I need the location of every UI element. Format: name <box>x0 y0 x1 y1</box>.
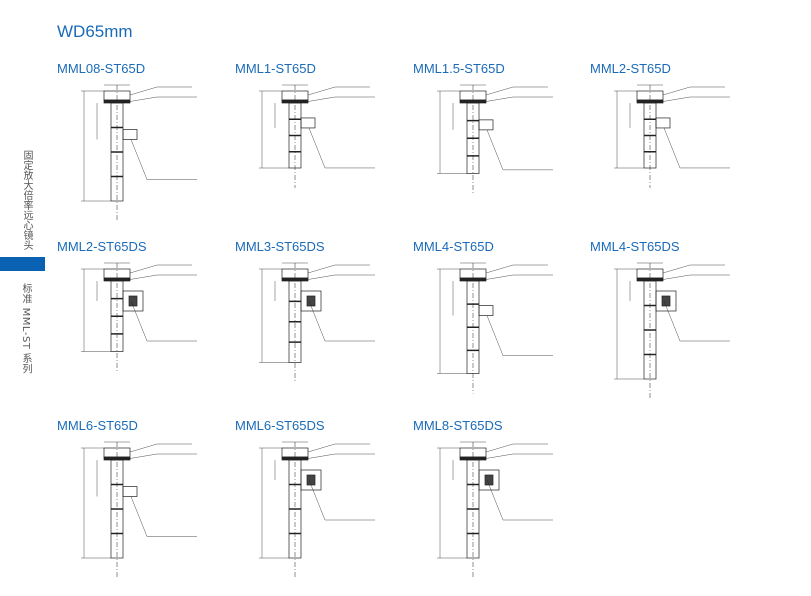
model-title: MML4-ST65DS <box>590 239 680 254</box>
page-heading: WD65mm <box>57 22 133 41</box>
side-section-marker <box>0 257 45 271</box>
lens-drawing-mml2-st65d: MML2-ST65D <box>590 61 760 231</box>
lens-drawing-mml1.5-st65d: MML1.5-ST65D <box>413 61 583 231</box>
side-category-label: 固定放大倍率远心镜头 <box>21 150 32 250</box>
model-title: MML08-ST65D <box>57 61 146 76</box>
model-title: MML1-ST65D <box>235 61 316 76</box>
lens-drawing-mml6-st65d: MML6-ST65D <box>57 418 227 588</box>
lens-drawing-mml8-st65ds: MML8-ST65DS <box>413 418 583 588</box>
model-title: MML2-ST65DS <box>57 239 147 254</box>
model-title: MML6-ST65DS <box>235 418 325 433</box>
lens-drawing-mml2-st65ds: MML2-ST65DS <box>57 239 227 409</box>
lens-drawing-mml6-st65ds: MML6-ST65DS <box>235 418 405 588</box>
lens-drawing-mml4-st65ds: MML4-ST65DS <box>590 239 760 409</box>
side-series-label: 标准 MML-ST 系列 <box>20 283 31 375</box>
model-title: MML1.5-ST65D <box>413 61 505 76</box>
lens-drawing-mml4-st65d: MML4-ST65D <box>413 239 583 409</box>
lens-drawing-mml3-st65ds: MML3-ST65DS <box>235 239 405 409</box>
model-title: MML4-ST65D <box>413 239 494 254</box>
model-title: MML3-ST65DS <box>235 239 325 254</box>
model-title: MML6-ST65D <box>57 418 138 433</box>
lens-drawing-mml08-st65d: MML08-ST65D <box>57 61 227 231</box>
model-title: MML8-ST65DS <box>413 418 503 433</box>
model-title: MML2-ST65D <box>590 61 671 76</box>
lens-drawing-mml1-st65d: MML1-ST65D <box>235 61 405 231</box>
